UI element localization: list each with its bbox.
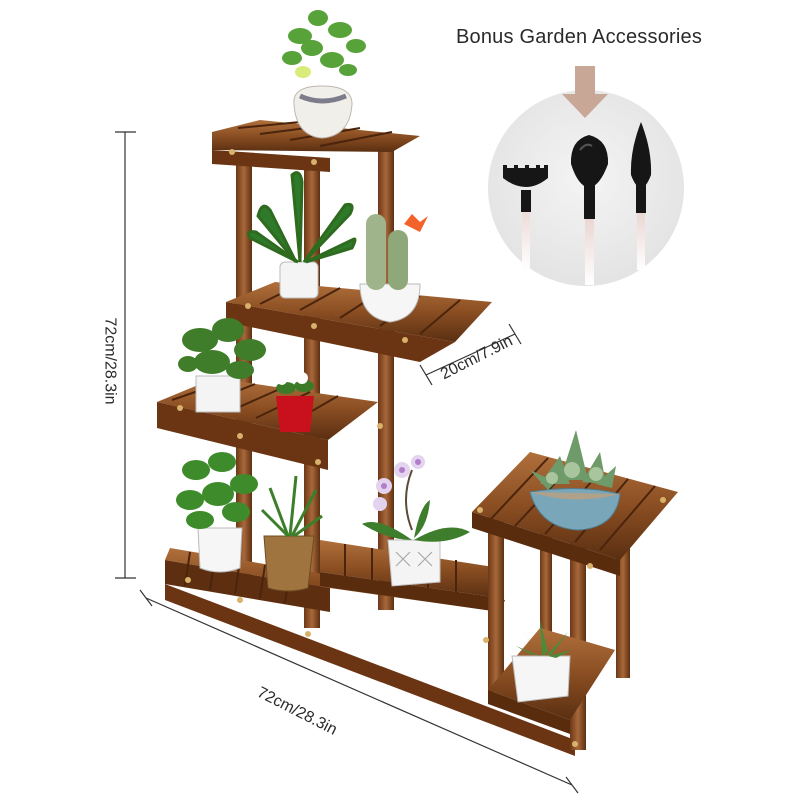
height-dimension-label: 72cm/28.3in: [101, 317, 119, 405]
orchid-plant: [362, 455, 470, 587]
tall-green-plant: [247, 171, 357, 299]
small-succulent: [511, 620, 572, 703]
succulent-planter: [529, 430, 621, 531]
leafy-plant-left: [178, 318, 266, 413]
accessories-panel: [488, 66, 684, 286]
dimension-lines: [115, 131, 579, 794]
cactus-plant: [359, 214, 428, 323]
flower-red-pot: [276, 365, 314, 432]
bonus-accessories-title: Bonus Garden Accessories: [456, 26, 703, 48]
transplanter-icon: [630, 122, 652, 270]
rake-icon: [503, 165, 548, 270]
trowel-icon: [570, 135, 609, 285]
leafy-plant-bottom: [176, 452, 258, 573]
plants: [176, 10, 621, 703]
top-plant: [282, 10, 366, 139]
palm-plant: [260, 475, 323, 592]
down-arrow-icon: [562, 66, 608, 118]
